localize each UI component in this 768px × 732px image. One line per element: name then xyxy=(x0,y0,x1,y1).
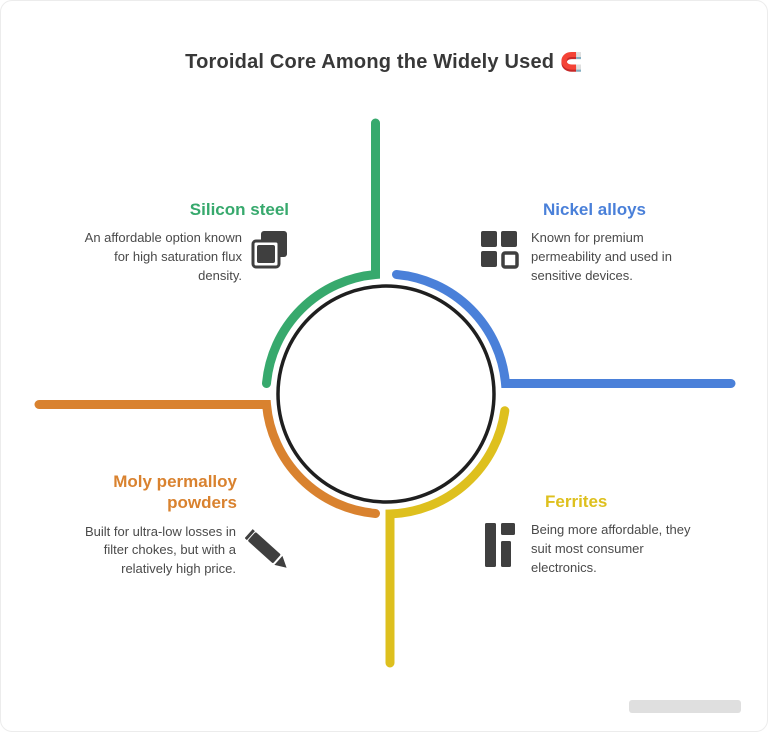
section-ferrites: Ferrites Being more affordable, they sui… xyxy=(481,491,729,578)
nickel-alloys-description: Known for premium permeability and used … xyxy=(531,230,672,283)
steel-layers-icon xyxy=(251,229,289,276)
ferrites-connector xyxy=(385,406,510,668)
title-text: Toroidal Core Among the Widely Used xyxy=(185,51,555,73)
moly-permalloy-description: Built for ultra-low losses in filter cho… xyxy=(85,523,236,577)
ferrites-description: Being more affordable, they suit most co… xyxy=(531,522,691,575)
magnet-emoji: 🧲 xyxy=(560,52,583,72)
nickel-alloys-label: Nickel alloys xyxy=(543,200,647,219)
ferrites-label: Ferrites xyxy=(545,492,608,511)
section-silicon-steel: Silicon steel An affordable option known… xyxy=(59,199,289,286)
section-nickel-alloys: Nickel alloys Known for premium permeabi… xyxy=(479,199,721,286)
page-title: Toroidal Core Among the Widely Used🧲 xyxy=(1,51,767,74)
core-ring xyxy=(276,284,496,504)
section-moly-permalloy: Moly permalloy powders Built for ultra-l… xyxy=(57,471,291,584)
nickel-alloys-connector xyxy=(392,270,736,388)
grid-blocks-icon xyxy=(479,229,521,276)
core-bars-icon xyxy=(481,521,521,574)
moly-permalloy-label: Moly permalloy powders xyxy=(113,472,237,513)
silicon-steel-description: An affordable option known for high satu… xyxy=(84,230,242,283)
pencil-icon xyxy=(244,523,291,584)
watermark xyxy=(629,700,741,713)
silicon-steel-connector xyxy=(262,118,380,388)
moly-permalloy-connector xyxy=(34,400,380,518)
silicon-steel-label: Silicon steel xyxy=(189,200,289,219)
